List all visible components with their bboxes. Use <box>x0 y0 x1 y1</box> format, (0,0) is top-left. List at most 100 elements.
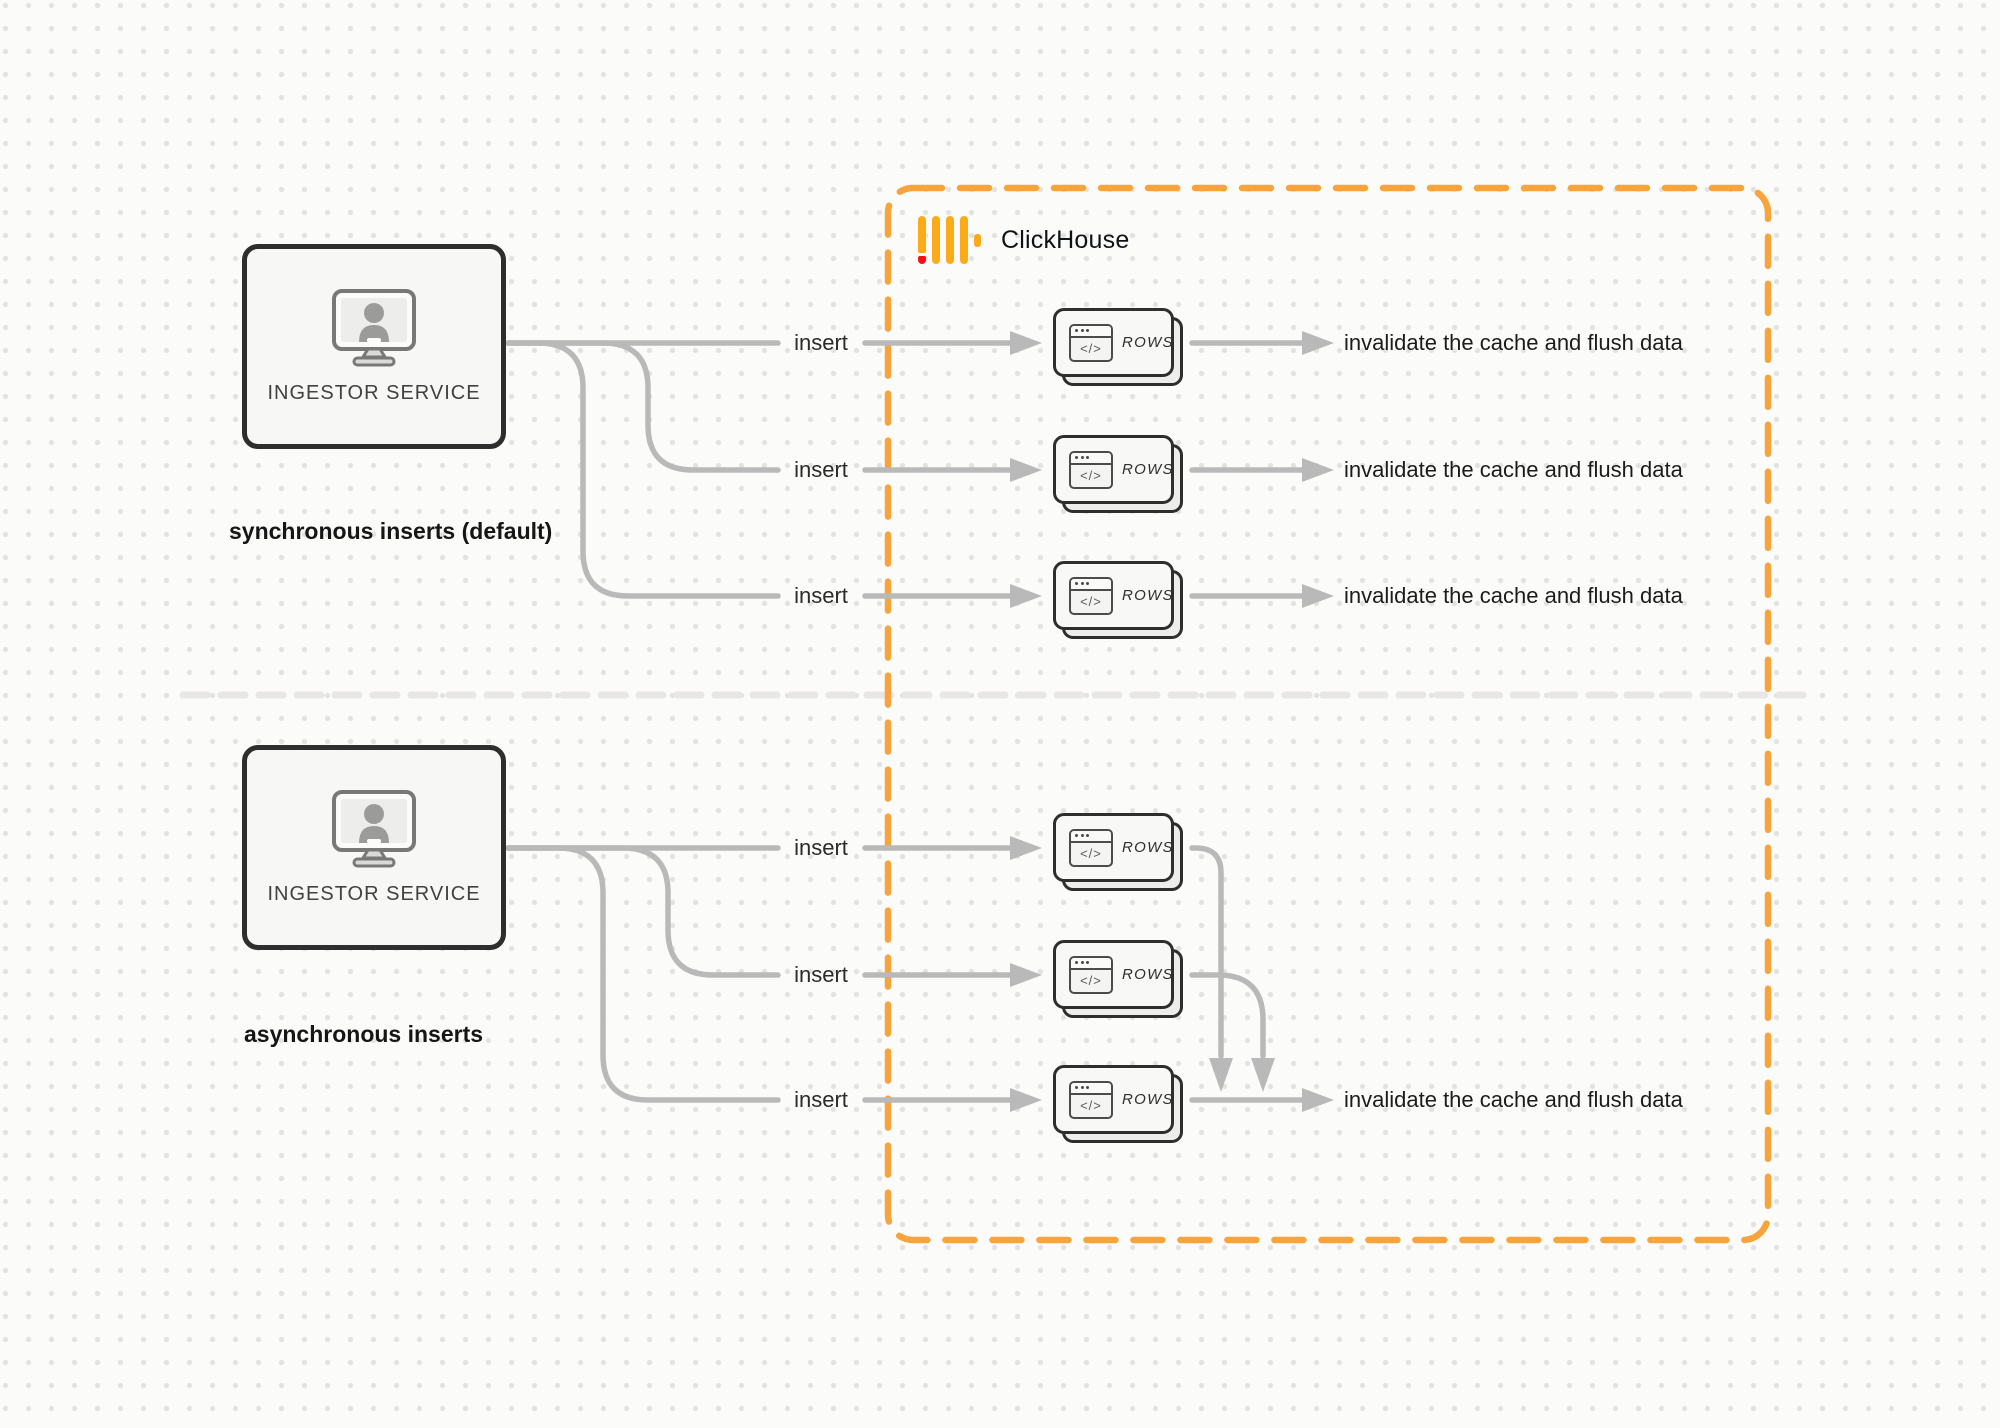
clickhouse-brand-name: ClickHouse <box>1001 225 1130 254</box>
clickhouse-logo: ClickHouse <box>918 214 1129 266</box>
async-row3-branch <box>505 845 781 1103</box>
rows-label: ROWS <box>1122 839 1174 856</box>
titlebar-dot <box>1086 1086 1089 1089</box>
titlebar-dot <box>1080 1086 1084 1089</box>
sync-row3-insert-arrowhead <box>1010 584 1042 608</box>
async-section-caption: asynchronous inserts <box>244 1021 484 1047</box>
sync-row2-branch <box>505 340 781 473</box>
rows-label: ROWS <box>1122 587 1174 604</box>
arrowhead-group <box>1010 331 1334 1112</box>
async-row2-insert-arrowhead <box>1010 963 1042 987</box>
code-window-titlebar <box>1071 325 1111 338</box>
code-window-titlebar <box>1071 957 1111 970</box>
result-label-sync-3: invalidate the cache and flush data <box>1344 583 1683 608</box>
ingestor-service-box-async: INGESTOR SERVICE <box>242 745 506 950</box>
logo-bar-5-small <box>974 233 981 247</box>
titlebar-dot <box>1080 834 1084 837</box>
code-window-icon: </> <box>1069 1080 1113 1119</box>
ingestor-service-label: INGESTOR SERVICE <box>267 382 481 404</box>
titlebar-dot <box>1080 582 1084 585</box>
insert-label-sync-3: insert <box>794 583 848 608</box>
sync-section-caption: synchronous inserts (default) <box>229 518 553 544</box>
async-row2-down-arrowhead <box>1251 1058 1275 1092</box>
connector-group <box>505 340 1305 1103</box>
rows-label: ROWS <box>1122 966 1174 983</box>
rows-node-sync-2: </> ROWS <box>1053 435 1184 514</box>
monitor-base <box>352 857 396 868</box>
ingestor-service-label: INGESTOR SERVICE <box>267 883 481 905</box>
titlebar-dot <box>1086 582 1089 585</box>
rows-node-sync-3: </> ROWS <box>1053 561 1184 640</box>
titlebar-dot <box>1075 834 1078 837</box>
async-row2-branch <box>505 845 781 978</box>
code-glyph: </> <box>1080 467 1102 483</box>
titlebar-dot <box>1075 1086 1078 1089</box>
code-glyph: </> <box>1080 593 1102 609</box>
user-shoulders <box>359 826 389 843</box>
titlebar-dot <box>1086 456 1089 459</box>
ingestor-service-box-sync: INGESTOR SERVICE <box>242 244 506 449</box>
clickhouse-bars-icon <box>918 214 981 266</box>
code-window-icon: </> <box>1069 955 1113 994</box>
result-label-sync-2: invalidate the cache and flush data <box>1344 457 1683 482</box>
rows-node-card: </> ROWS <box>1053 308 1174 377</box>
titlebar-dot <box>1086 329 1089 332</box>
logo-bar-1 <box>918 216 926 264</box>
insert-label-async-3: insert <box>794 1087 848 1112</box>
async-row3-insert-arrowhead <box>1010 1088 1042 1112</box>
code-glyph: </> <box>1080 340 1102 356</box>
result-label-sync-1: invalidate the cache and flush data <box>1344 330 1683 355</box>
user-head <box>364 303 384 323</box>
code-window-icon: </> <box>1069 576 1113 615</box>
insert-label-async-1: insert <box>794 835 848 860</box>
monitor-notch <box>367 338 381 343</box>
rows-node-card: </> ROWS <box>1053 435 1174 504</box>
code-glyph: </> <box>1080 972 1102 988</box>
rows-node-card: </> ROWS <box>1053 813 1174 882</box>
code-window-titlebar <box>1071 578 1111 591</box>
titlebar-dot <box>1075 961 1078 964</box>
rows-node-async-1: </> ROWS <box>1053 813 1184 892</box>
code-glyph: </> <box>1080 1097 1102 1113</box>
rows-label: ROWS <box>1122 1091 1174 1108</box>
monitor-neck <box>361 848 387 860</box>
logo-bar-1-red <box>918 256 926 264</box>
titlebar-dot <box>1075 456 1078 459</box>
titlebar-dot <box>1086 961 1089 964</box>
sync-row2-insert-arrowhead <box>1010 458 1042 482</box>
logo-bar-1-yellow <box>918 216 926 253</box>
async-row1-down-arrowhead <box>1209 1058 1233 1092</box>
sync-row1-result-arrowhead <box>1302 331 1334 355</box>
sync-row1-insert-arrowhead <box>1010 331 1042 355</box>
rows-label: ROWS <box>1122 461 1174 478</box>
titlebar-dot <box>1075 582 1078 585</box>
sync-row3-branch <box>505 340 781 599</box>
async-row1-insert-arrowhead <box>1010 836 1042 860</box>
monitor-user-icon <box>332 289 416 367</box>
titlebar-dot <box>1080 961 1084 964</box>
code-window-icon: </> <box>1069 450 1113 489</box>
async-merged-result-arrowhead <box>1302 1088 1334 1112</box>
monitor-neck <box>361 347 387 359</box>
async-row2-merge-drop <box>1189 972 1266 1059</box>
code-window-icon: </> <box>1069 323 1113 362</box>
monitor-user-icon <box>332 790 416 868</box>
code-window-icon: </> <box>1069 828 1113 867</box>
rows-node-card: </> ROWS <box>1053 1065 1174 1134</box>
monitor-notch <box>367 839 381 844</box>
code-glyph: </> <box>1080 845 1102 861</box>
clickhouse-dashed-boundary <box>884 184 1772 1244</box>
logo-bar-2 <box>932 216 940 264</box>
titlebar-dot <box>1080 329 1084 332</box>
sync-row2-result-arrowhead <box>1302 458 1334 482</box>
rows-node-async-2: </> ROWS <box>1053 940 1184 1019</box>
code-window-titlebar <box>1071 452 1111 465</box>
insert-label-async-2: insert <box>794 962 848 987</box>
rows-node-card: </> ROWS <box>1053 940 1174 1009</box>
sync-row3-result-arrowhead <box>1302 584 1334 608</box>
rows-node-async-3: </> ROWS <box>1053 1065 1184 1144</box>
logo-bar-4 <box>960 216 968 264</box>
async-row1-merge-drop <box>1189 845 1224 1059</box>
